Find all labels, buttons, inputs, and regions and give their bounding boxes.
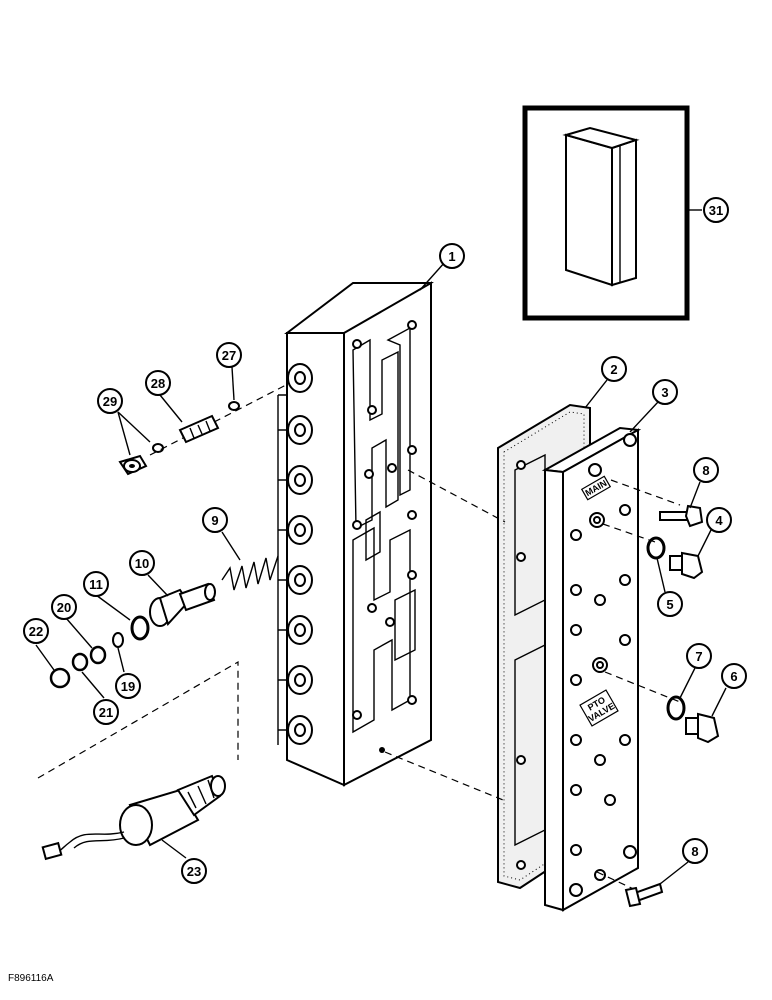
svg-text:4: 4 [715, 513, 723, 528]
callout-28: 28 [145, 370, 171, 396]
callout-8-lower: 8 [682, 838, 708, 864]
alignment-line-seal5 [602, 523, 656, 543]
svg-text:5: 5 [666, 597, 673, 612]
bolt-upper [659, 504, 704, 528]
svg-text:29: 29 [103, 394, 117, 409]
alignment-line-lower [384, 751, 504, 801]
cover-plate-holes [569, 433, 637, 897]
callout-9: 9 [202, 507, 228, 533]
svg-text:21: 21 [99, 705, 113, 720]
svg-text:2: 2 [610, 362, 617, 377]
spring-9 [221, 555, 279, 591]
svg-text:8: 8 [691, 844, 698, 859]
svg-text:6: 6 [730, 669, 737, 684]
bracket-part [562, 126, 640, 287]
ring-21 [71, 652, 89, 672]
seal-29 [152, 443, 164, 453]
alignment-line-solenoid [37, 660, 239, 779]
svg-text:27: 27 [222, 348, 236, 363]
inset-box [522, 105, 702, 321]
alignment-line-bolt8 [610, 479, 681, 506]
callout-3: 3 [652, 379, 678, 405]
spool-10 [149, 582, 216, 627]
callout-7: 7 [686, 643, 712, 669]
leader-lines [35, 261, 727, 885]
plug-29 [118, 454, 148, 476]
cover-plate: MAIN PTO VALVE [541, 426, 642, 912]
plug-6 [685, 712, 720, 744]
alignment-line-upper [407, 469, 506, 523]
callout-11: 11 [83, 571, 109, 597]
svg-text:7: 7 [695, 649, 702, 664]
callout-5: 5 [657, 591, 683, 617]
spring-28 [178, 414, 220, 444]
alignment-line-plug [149, 384, 287, 456]
svg-text:20: 20 [57, 600, 71, 615]
callout-2: 2 [601, 356, 627, 382]
ring-22 [49, 667, 71, 689]
valve-body [277, 281, 434, 787]
svg-text:31: 31 [709, 203, 723, 218]
callout-10: 10 [129, 550, 155, 576]
solenoid-23 [41, 774, 226, 861]
callout-23: 23 [181, 858, 207, 884]
callout-22: 22 [23, 618, 49, 644]
svg-text:11: 11 [89, 577, 103, 592]
callout-1: 1 [439, 243, 465, 269]
o-ring-7 [666, 695, 686, 721]
callout-21: 21 [93, 699, 119, 725]
valve-body-ports [287, 363, 313, 745]
svg-text:19: 19 [121, 679, 135, 694]
svg-text:8: 8 [702, 463, 709, 478]
alignment-line-seal7 [604, 671, 681, 703]
callout-31: 31 [703, 197, 729, 223]
o-ring-27 [228, 401, 240, 411]
callout-29: 29 [97, 388, 123, 414]
figure-code: F896116A [8, 973, 54, 984]
valve-body-holes [352, 320, 417, 753]
svg-text:9: 9 [211, 513, 218, 528]
ring-11 [130, 615, 150, 641]
svg-text:23: 23 [187, 864, 201, 879]
callout-20: 20 [51, 594, 77, 620]
ring-20 [89, 645, 107, 665]
ring-19 [112, 632, 124, 648]
svg-text:10: 10 [135, 556, 149, 571]
svg-text:1: 1 [448, 249, 455, 264]
callout-8-upper: 8 [693, 457, 719, 483]
callout-6: 6 [721, 663, 747, 689]
callout-19: 19 [115, 673, 141, 699]
svg-text:3: 3 [661, 385, 668, 400]
callout-4: 4 [706, 507, 732, 533]
plug-4 [669, 551, 704, 580]
svg-text:22: 22 [29, 624, 43, 639]
svg-text:28: 28 [151, 376, 165, 391]
bolt-lower [624, 882, 664, 908]
o-ring-5 [646, 536, 666, 560]
callout-27: 27 [216, 342, 242, 368]
